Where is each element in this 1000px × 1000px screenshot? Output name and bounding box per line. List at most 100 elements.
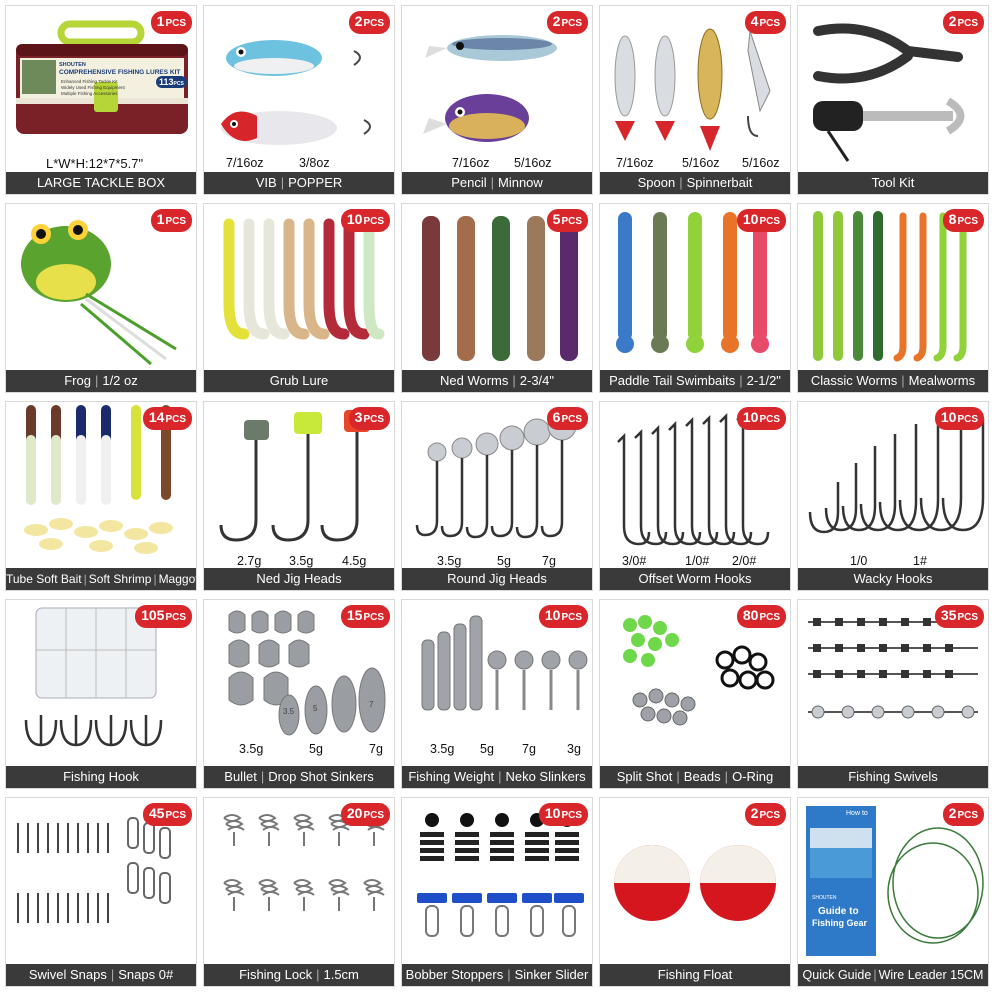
weight-note: 3.5g — [289, 554, 314, 568]
quantity-badge: 105PCS — [135, 605, 192, 628]
quantity-badge: 1PCS — [150, 11, 192, 34]
cell-grub-lure: 10PCS Grub Lure — [203, 203, 395, 393]
weight-note: 7/16oz — [616, 156, 654, 170]
cell-caption: Wacky Hooks — [798, 568, 988, 590]
weight-note: 7g — [522, 742, 536, 756]
cell-tackle-box: SHOUTEN COMPREHENSIVE FISHING LURES KIT … — [5, 5, 197, 195]
cell-caption: Tube Soft Bait|Soft Shrimp|Maggot — [6, 568, 196, 590]
quantity-badge: 20PCS — [340, 803, 390, 826]
weight-note: 5g — [480, 742, 494, 756]
quantity-badge: 10PCS — [538, 605, 588, 628]
guide-illustration — [806, 806, 984, 956]
quantity-badge: 8PCS — [942, 209, 984, 232]
size-note: 3/0# — [622, 554, 647, 568]
cell-caption: Fishing Float — [600, 964, 790, 986]
cell-spoon-spinnerbait: 4PCS 7/16oz 5/16oz 5/16oz Spoon|Spinnerb… — [599, 5, 791, 195]
cell-caption: Fishing Swivels — [798, 766, 988, 788]
quantity-badge: 2PCS — [348, 11, 390, 34]
cell-caption: Grub Lure — [204, 370, 394, 392]
frog-illustration — [21, 220, 177, 366]
weight-note: 3.5g — [437, 554, 462, 568]
quantity-badge: 3PCS — [348, 407, 390, 430]
cell-caption: Offset Worm Hooks — [600, 568, 790, 590]
dimension-note: L*W*H:12*7*5.7" — [46, 156, 144, 171]
cell-bobber-stoppers: 10PCS Bobber Stoppers|Sinker Slider — [401, 797, 593, 987]
box-item: Enhanced Fishing Tackle Kit — [61, 79, 118, 84]
quantity-badge: 5PCS — [546, 209, 588, 232]
quantity-badge: 2PCS — [546, 11, 588, 34]
guide-brand: SHOUTEN — [812, 895, 837, 901]
cell-fishing-hook: 105PCS Fishing Hook — [5, 599, 197, 789]
weight-note: 7g — [369, 742, 383, 756]
weight-note: 5/16oz — [514, 156, 552, 170]
quantity-badge: 10PCS — [538, 803, 588, 826]
weight-note: 4.5g — [342, 554, 367, 568]
jig-heads-illustration — [415, 411, 577, 539]
cell-quick-guide: How to Guide to Fishing Gear SHOUTEN 2PC… — [797, 797, 989, 987]
box-item: Multiple Fishing Accessories — [61, 91, 118, 96]
cell-pencil-minnow: 2PCS 7/16oz 5/16oz Pencil|Minnow — [401, 5, 593, 195]
guide-title: Fishing Gear — [812, 918, 868, 928]
weight-note: 5g — [497, 554, 511, 568]
cell-ned-worms: 5PCS Ned Worms|2-3/4" — [401, 203, 593, 393]
size-note: 2/0# — [732, 554, 757, 568]
quantity-badge: 15PCS — [340, 605, 390, 628]
cell-wacky-hooks: 10PCS 1/0 1# Wacky Hooks — [797, 401, 989, 591]
size-note: 1/0 — [850, 554, 868, 568]
weight-note: 2.7g — [237, 554, 262, 568]
swimbaits-illustration — [616, 212, 769, 353]
beads-illustration — [623, 615, 775, 726]
quantity-badge: 14PCS — [142, 407, 192, 430]
hooks-illustration — [617, 410, 770, 546]
grub-illustration — [223, 218, 385, 340]
cell-ned-jig-heads: 3PCS 2.7g 3.5g 4.5g Ned Jig Heads — [203, 401, 395, 591]
floats-illustration — [614, 845, 776, 921]
lures-illustration — [423, 35, 557, 142]
quantity-badge: 2PCS — [942, 803, 984, 826]
cell-caption: Round Jig Heads — [402, 568, 592, 590]
weights-illustration — [421, 615, 588, 711]
cell-fishing-swivels: 35PCS Fishing Swivels — [797, 599, 989, 789]
guide-title: Guide to — [818, 906, 859, 917]
cell-caption: Spoon|Spinnerbait — [600, 172, 790, 194]
cell-caption: Pencil|Minnow — [402, 172, 592, 194]
cell-caption: Bullet|Drop Shot Sinkers — [204, 766, 394, 788]
lures-illustration — [614, 28, 771, 151]
cell-classic-worms: 8PCS Classic Worms|Mealworms — [797, 203, 989, 393]
cell-caption: Fishing Hook — [6, 766, 196, 788]
box-brand: SHOUTEN — [59, 62, 86, 68]
cell-caption: Bobber Stoppers|Sinker Slider — [402, 964, 592, 986]
cell-fishing-weight: 10PCS 3.5g 5g 7g 3g Fishing Weight|Neko … — [401, 599, 593, 789]
cell-caption: Frog|1/2 oz — [6, 370, 196, 392]
sinker-mark: 7 — [369, 700, 374, 709]
cell-round-jig-heads: 6PCS 3.5g 5g 7g Round Jig Heads — [401, 401, 593, 591]
cell-swivel-snaps: 45PCS Swivel Snaps|Snaps 0# — [5, 797, 197, 987]
sinker-mark: 3.5 — [283, 707, 295, 716]
ned-worms-illustration — [422, 216, 578, 361]
weight-note: 5/16oz — [682, 156, 720, 170]
cell-caption: LARGE TACKLE BOX — [6, 172, 196, 194]
cell-caption: Tool Kit — [798, 172, 988, 194]
quantity-badge: 10PCS — [736, 407, 786, 430]
cell-tube-bait: 14PCS Tube Soft Bait|Soft Shrimp|Maggot — [5, 401, 197, 591]
sinker-mark: 5 — [313, 704, 318, 713]
sinkers-illustration — [228, 610, 386, 736]
cell-caption: Split Shot|Beads|O-Ring — [600, 766, 790, 788]
weight-note: 3g — [567, 742, 581, 756]
weight-note: 3/8oz — [299, 156, 330, 170]
quantity-badge: 2PCS — [942, 11, 984, 34]
hooks-illustration — [808, 418, 985, 534]
weight-note: 5g — [309, 742, 323, 756]
weight-note: 3.5g — [239, 742, 264, 756]
cell-vib-popper: 2PCS 7/16oz 3/8oz VIB|POPPER — [203, 5, 395, 195]
cell-caption: Fishing Weight|Neko Slinkers — [402, 766, 592, 788]
weight-note: 5/16oz — [742, 156, 780, 170]
cell-paddle-tail: 10PCS Paddle Tail Swimbaits|2-1/2" — [599, 203, 791, 393]
quantity-badge: 10PCS — [736, 209, 786, 232]
quantity-badge: 2PCS — [744, 803, 786, 826]
quantity-badge: 4PCS — [744, 11, 786, 34]
swivel-snaps-illustration — [17, 817, 171, 923]
weight-note: 7g — [542, 554, 556, 568]
worms-illustration — [813, 211, 967, 362]
cell-caption: Fishing Lock|1.5cm — [204, 964, 394, 986]
